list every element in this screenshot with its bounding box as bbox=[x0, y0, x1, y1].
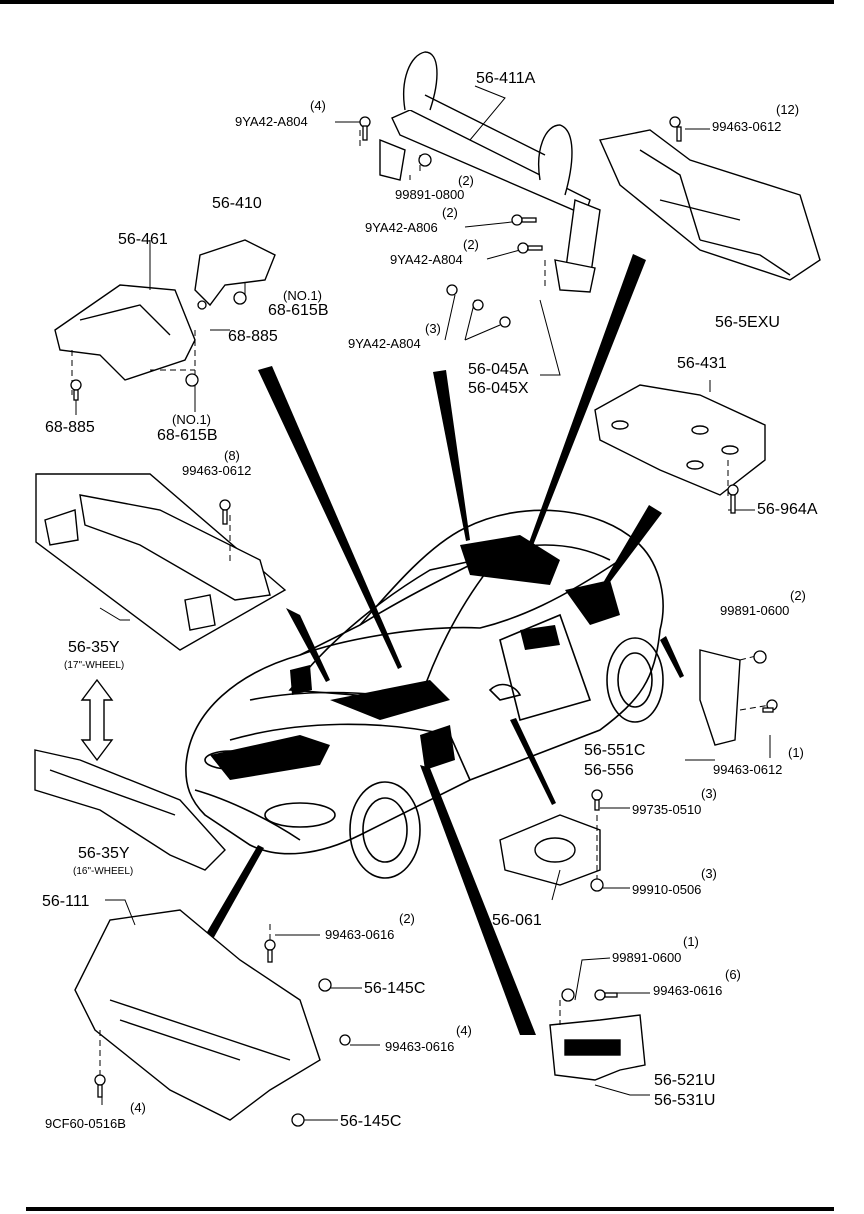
label-9YA42-A806: 9YA42-A806 bbox=[365, 220, 438, 235]
top-rule bbox=[0, 0, 834, 4]
wheel-17: (17"-WHEEL) bbox=[64, 660, 125, 671]
bracket-56-5EXU bbox=[599, 129, 821, 281]
label-68-615B-b: 68-615B bbox=[157, 427, 218, 444]
label-99463-0616-a: 99463-0616 bbox=[325, 927, 395, 942]
label-56-431: 56-431 bbox=[677, 355, 727, 372]
fasteners bbox=[70, 116, 778, 1127]
label-56-145C-a: 56-145C bbox=[364, 980, 426, 997]
bracket-56-551C bbox=[699, 649, 741, 746]
label-99463-0612-tr: 99463-0612 bbox=[712, 119, 782, 134]
qty-99910-0506: (3) bbox=[701, 866, 717, 881]
label-56-461: 56-461 bbox=[118, 231, 168, 248]
label-99910-0506: 99910-0506 bbox=[632, 882, 702, 897]
bottom-rule bbox=[26, 1207, 834, 1211]
guard-56-521U bbox=[549, 1014, 646, 1081]
label-56-410: 56-410 bbox=[212, 195, 262, 212]
label-56-045A: 56-045A bbox=[468, 361, 529, 378]
label-56-551C: 56-551C bbox=[584, 742, 646, 759]
label-99891-0800: 99891-0800 bbox=[395, 187, 465, 202]
label-56-411A: 56-411A bbox=[476, 70, 536, 87]
label-56-5EXU: 56-5EXU bbox=[715, 314, 780, 331]
panel-56-35Y-17 bbox=[35, 473, 287, 651]
wheel-16: (16"-WHEEL) bbox=[73, 866, 134, 877]
insulator-56-431 bbox=[594, 384, 766, 496]
qty-99463-0612-tr: (12) bbox=[776, 102, 800, 117]
under-cover-56-111 bbox=[74, 909, 321, 1121]
qty-9YA42-A804-mid: (2) bbox=[463, 237, 479, 252]
panel-56-35Y-16 bbox=[34, 749, 226, 871]
leader-lines bbox=[75, 85, 771, 1121]
label-9YA42-A804-mid: 9YA42-A804 bbox=[390, 252, 463, 267]
label-99735-0510: 99735-0510 bbox=[632, 802, 702, 817]
qty-99891-0800: (2) bbox=[458, 173, 474, 188]
qty-9YA42-A804-low: (3) bbox=[425, 321, 441, 336]
insulator-56-461 bbox=[54, 284, 196, 381]
qty-99463-0612-mid: (8) bbox=[224, 448, 240, 463]
leader-wedges bbox=[200, 254, 684, 1035]
label-68-885-a: 68-885 bbox=[228, 328, 278, 345]
label-56-35Y-17: 56-35Y bbox=[68, 639, 120, 656]
label-56-111: 56-111 bbox=[42, 893, 90, 910]
label-56-045X: 56-045X bbox=[468, 380, 529, 397]
label-56-145C-b: 56-145C bbox=[340, 1113, 402, 1130]
qty-99463-0616-b: (4) bbox=[456, 1023, 472, 1038]
qty-9YA42-A804-top: (4) bbox=[310, 98, 326, 113]
label-99891-0600-b: 99891-0600 bbox=[612, 950, 682, 965]
qty-9CF60-0516B: (4) bbox=[130, 1100, 146, 1115]
qty-99463-0612-r: (1) bbox=[788, 745, 804, 760]
label-9YA42-A804-top: 9YA42-A804 bbox=[235, 114, 308, 129]
no1-68-615B-b: (NO.1) bbox=[172, 412, 211, 427]
double-arrow bbox=[80, 678, 114, 762]
label-68-885-b: 68-885 bbox=[45, 419, 95, 436]
label-56-061: 56-061 bbox=[492, 912, 542, 929]
label-99463-0616-c: 99463-0616 bbox=[653, 983, 723, 998]
label-9CF60-0516B: 9CF60-0516B bbox=[45, 1116, 126, 1131]
label-56-556: 56-556 bbox=[584, 762, 634, 779]
qty-9YA42-A806: (2) bbox=[442, 205, 458, 220]
label-56-531U: 56-531U bbox=[654, 1092, 716, 1109]
label-56-521U: 56-521U bbox=[654, 1072, 716, 1089]
qty-99735-0510: (3) bbox=[701, 786, 717, 801]
qty-99463-0616-a: (2) bbox=[399, 911, 415, 926]
cover-56-061 bbox=[499, 814, 601, 886]
label-68-615B-a: 68-615B bbox=[268, 302, 329, 319]
label-56-964A: 56-964A bbox=[757, 501, 818, 518]
label-99463-0612-mid: 99463-0612 bbox=[182, 463, 252, 478]
label-99891-0600-r: 99891-0600 bbox=[720, 603, 790, 618]
no1-68-615B-a: (NO.1) bbox=[283, 288, 322, 303]
qty-99891-0600-b: (1) bbox=[683, 934, 699, 949]
roll-bar-56-411A bbox=[379, 51, 601, 293]
qty-99891-0600-r: (2) bbox=[790, 588, 806, 603]
label-9YA42-A804-low: 9YA42-A804 bbox=[348, 336, 421, 351]
car-insulator-patches bbox=[210, 535, 620, 780]
label-99463-0616-b: 99463-0616 bbox=[385, 1039, 455, 1054]
dashed-lines bbox=[71, 130, 771, 1075]
label-99463-0612-r: 99463-0612 bbox=[713, 762, 783, 777]
qty-99463-0616-c: (6) bbox=[725, 967, 741, 982]
label-56-35Y-16: 56-35Y bbox=[78, 845, 130, 862]
